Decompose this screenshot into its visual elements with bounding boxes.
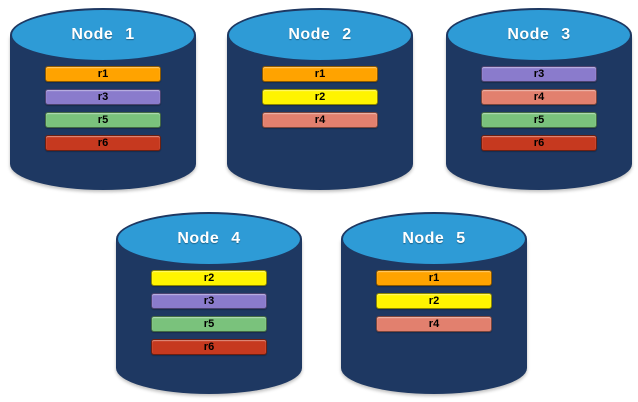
cylinder-top: Node 2	[227, 8, 413, 62]
record-r6: r6	[45, 135, 161, 151]
db-node-1: Node 1 r1 r3 r5 r6	[10, 8, 196, 190]
record-r5: r5	[151, 316, 267, 332]
node-label: Node 4	[177, 230, 241, 247]
record-r6: r6	[481, 135, 597, 151]
record-r1: r1	[45, 66, 161, 82]
node-label: Node 1	[71, 26, 135, 43]
record-r1: r1	[262, 66, 378, 82]
record-r3: r3	[151, 293, 267, 309]
record-list: r2 r3 r5 r6	[116, 270, 302, 355]
record-r3: r3	[45, 89, 161, 105]
record-list: r1 r2 r4	[227, 66, 413, 128]
db-node-3: Node 3 r3 r4 r5 r6	[446, 8, 632, 190]
record-r4: r4	[481, 89, 597, 105]
record-r5: r5	[481, 112, 597, 128]
db-node-2: Node 2 r1 r2 r4	[227, 8, 413, 190]
record-r5: r5	[45, 112, 161, 128]
record-r4: r4	[376, 316, 492, 332]
db-node-5: Node 5 r1 r2 r4	[341, 212, 527, 394]
db-node-4: Node 4 r2 r3 r5 r6	[116, 212, 302, 394]
node-label: Node 3	[507, 26, 571, 43]
record-r4: r4	[262, 112, 378, 128]
node-label: Node 2	[288, 26, 352, 43]
record-r2: r2	[262, 89, 378, 105]
record-r2: r2	[151, 270, 267, 286]
record-r3: r3	[481, 66, 597, 82]
record-r6: r6	[151, 339, 267, 355]
cylinder-top: Node 3	[446, 8, 632, 62]
record-r1: r1	[376, 270, 492, 286]
cylinder-top: Node 5	[341, 212, 527, 266]
record-r2: r2	[376, 293, 492, 309]
record-list: r1 r2 r4	[341, 270, 527, 332]
cylinder-top: Node 4	[116, 212, 302, 266]
cylinder-top: Node 1	[10, 8, 196, 62]
record-list: r3 r4 r5 r6	[446, 66, 632, 151]
node-label: Node 5	[402, 230, 466, 247]
record-list: r1 r3 r5 r6	[10, 66, 196, 151]
